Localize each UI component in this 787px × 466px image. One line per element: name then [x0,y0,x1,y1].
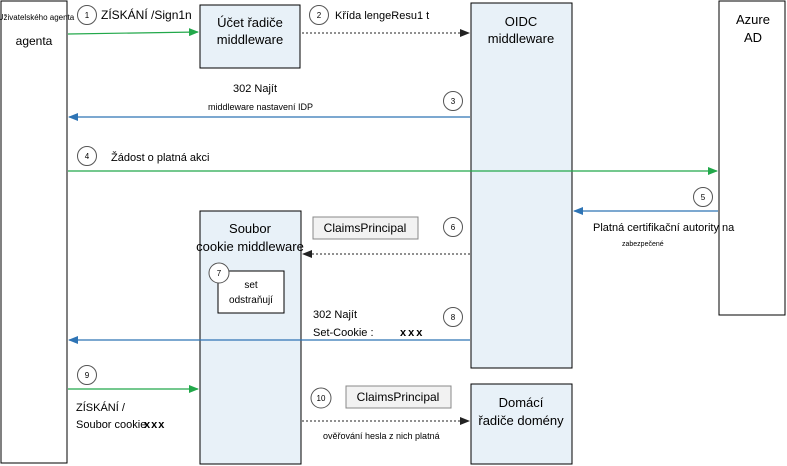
set-remove-label-2: odstraňují [229,295,273,306]
step-6-marker: 6 [443,217,463,237]
step-10-label: ověřování hesla z nich platná [323,431,440,441]
step-5-marker: 5 [693,187,713,207]
step-4-number: 4 [85,152,90,161]
step-10-number: 10 [317,394,326,403]
step-5-label-1: Platná certifikační autority na [593,222,735,234]
step-3-label-1: 302 Najít [233,83,277,95]
home-controller-label-1: Domácí [499,395,544,410]
step-8-xxx: xxx [400,327,424,339]
set-remove-label-1: set [244,280,258,291]
claims-principal-label-2: ClaimsPrincipal [357,390,440,404]
account-controller-label-1: Účet řadiče [217,15,283,30]
set-remove-box [217,270,285,314]
step-9-xxx: xxx [144,419,165,431]
step-2-label: Křída lengeResu1 t [335,10,429,22]
cookie-label-1: Soubor [229,221,272,236]
cookie-middleware-box [199,210,302,465]
step-4-label: Žádost o platná akci [111,151,209,164]
user-agent-label-1: Uživatelského agenta [0,13,75,22]
azure-ad-label-2: AD [744,30,762,45]
oidc-label-2: middleware [488,31,554,46]
step-4-marker: 4 [77,146,97,166]
user-agent-label-2: agenta [16,34,53,48]
arrow-step-1 [67,28,199,37]
azure-ad-label-1: Azure [736,12,770,27]
step-3-marker: 3 [443,91,463,111]
claims-principal-label-1: ClaimsPrincipal [324,221,407,235]
step-5-label-2: zabezpečené [622,241,664,248]
oidc-label-1: OIDC [505,14,538,29]
step-3-number: 3 [451,97,456,106]
claims-principal-box-1 [312,216,419,240]
step-7-marker: 7 [208,262,230,284]
step-7-number: 7 [217,269,222,278]
step-9-marker: 9 [77,365,97,385]
step-8-label-1: 302 Najít [313,309,357,321]
oidc-middleware-box [470,2,573,369]
step-1-number: 1 [85,11,90,20]
step-5-number: 5 [701,193,706,202]
claims-principal-box-2 [345,385,452,409]
step-2-number: 2 [317,11,322,20]
step-2-marker: 2 [309,5,329,25]
step-9-label-2: Soubor cookie [76,419,146,431]
azure-ad-box [718,0,786,316]
user-agent-box [0,0,68,464]
account-controller-label-2: middleware [217,32,283,47]
step-8-label-2: Set-Cookie : [313,327,374,339]
account-controller-box [199,4,301,69]
cookie-label-2: cookie middleware [196,239,304,254]
home-controller-box [470,383,573,465]
step-8-marker: 8 [443,307,463,327]
step-6-number: 6 [451,223,456,232]
home-controller-label-2: řadiče domény [478,413,564,428]
step-1-label: ZÍSKÁNÍ /Sign1n [101,7,192,22]
step-1-marker: 1 [77,5,97,25]
step-9-number: 9 [85,371,90,380]
step-8-number: 8 [451,313,456,322]
step-3-label-2: middleware nastavení IDP [208,102,313,112]
step-10-marker: 10 [310,387,332,409]
step-9-label-1: ZÍSKÁNÍ / [76,401,126,414]
